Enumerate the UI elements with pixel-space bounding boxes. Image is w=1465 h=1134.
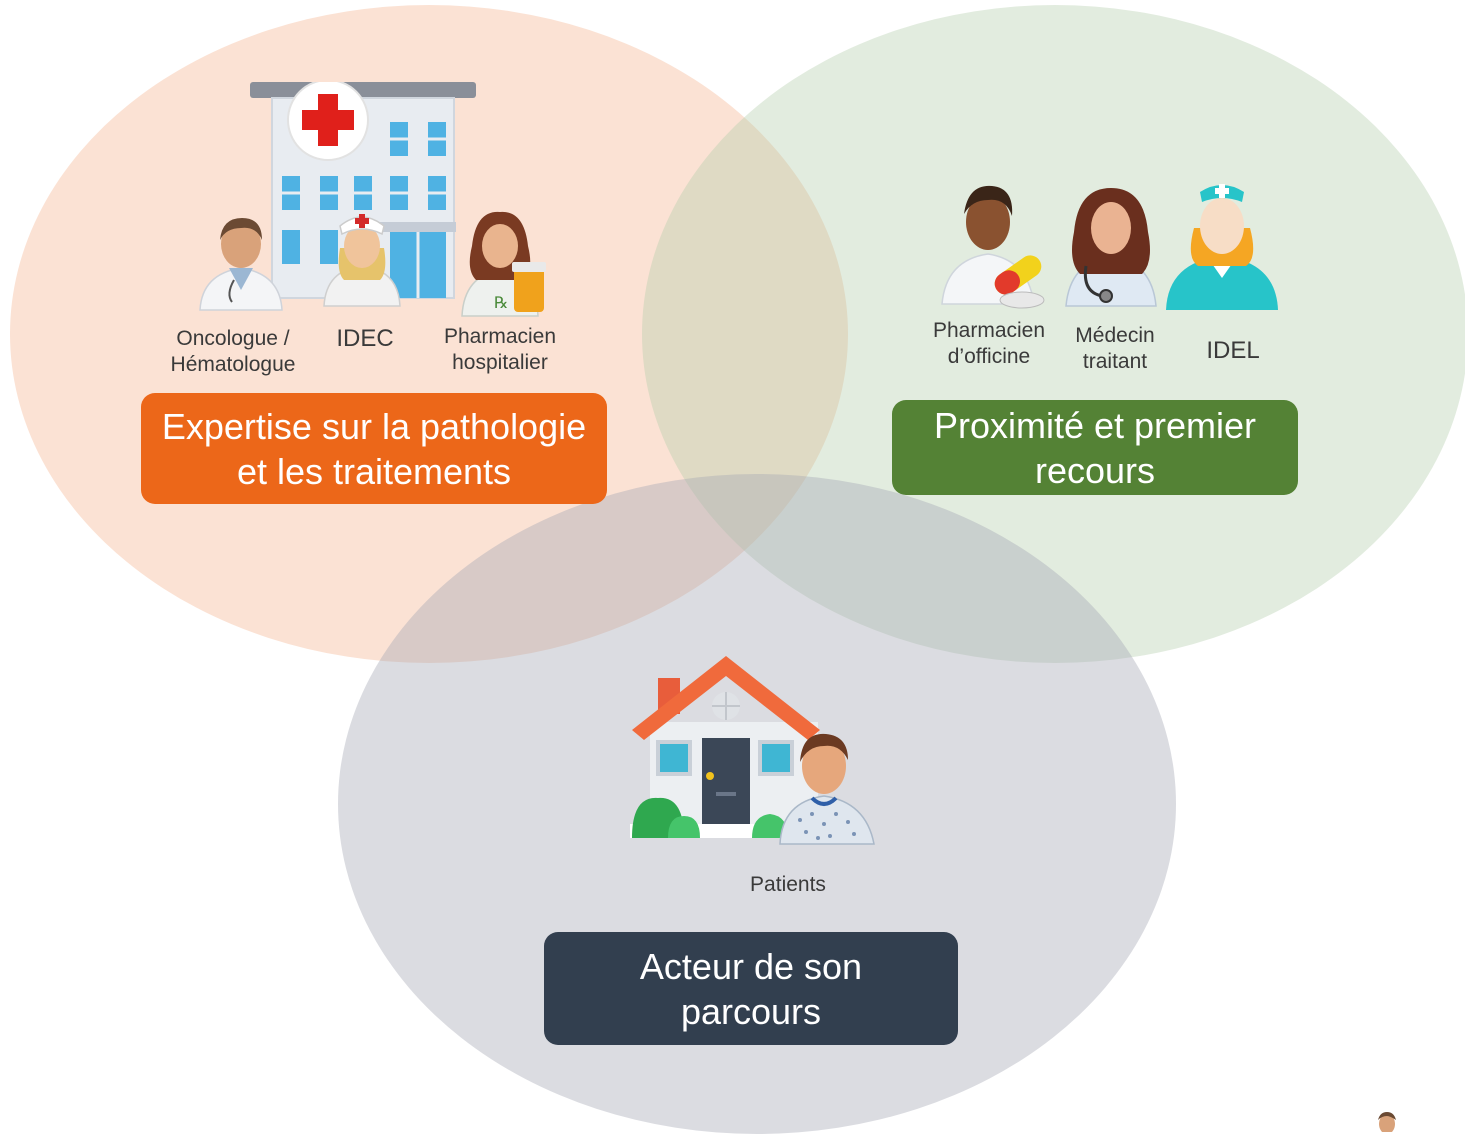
city-box-line1: Proximité et premier xyxy=(933,404,1257,446)
role-idel: IDEL xyxy=(1186,338,1280,364)
patients-label: Patients xyxy=(750,873,826,896)
medecin-line1: Médecin xyxy=(1075,324,1155,347)
city-circle xyxy=(642,5,1465,663)
hospital-box-line1: Expertise sur la pathologie xyxy=(161,405,587,447)
pharmacist-icon xyxy=(941,185,1045,309)
pharmacien-officine-line1: Pharmacien xyxy=(932,319,1046,342)
pharmacien-hosp-line1: Pharmacien xyxy=(443,325,557,348)
role-oncologue: Oncologue / Hématologue xyxy=(150,326,316,378)
svg-text:℞: ℞ xyxy=(494,293,508,312)
nurse-icon xyxy=(323,214,401,307)
patient-actor-box: Acteur de son parcours xyxy=(544,932,958,1045)
idec-label: IDEC xyxy=(336,325,394,352)
city-proximity-box: Proximité et premier recours xyxy=(892,400,1298,495)
pharmacist-icon: ℞ xyxy=(461,211,546,317)
pharmacien-hosp-line2: hospitalier xyxy=(452,351,548,374)
hospital-box-line2: et les traitements xyxy=(236,450,512,492)
person-icon xyxy=(1378,1112,1396,1132)
city-box-line2: recours xyxy=(1034,449,1156,491)
role-patients: Patients xyxy=(716,872,860,898)
patient-box-line1: Acteur de son xyxy=(639,945,863,987)
idel-label: IDEL xyxy=(1206,337,1260,364)
role-idec: IDEC xyxy=(320,326,410,352)
patient-icon xyxy=(779,733,875,845)
role-pharmacien-hospitalier: Pharmacien hospitalier xyxy=(426,324,574,376)
patient-box-line2: parcours xyxy=(680,990,822,1032)
oncologue-line1: Oncologue / xyxy=(176,327,290,350)
hospital-expertise-box: Expertise sur la pathologie et les trait… xyxy=(141,393,607,504)
role-medecin-traitant: Médecin traitant xyxy=(1050,323,1180,375)
nurse-icon xyxy=(1166,184,1278,310)
doctor-icon xyxy=(199,218,283,311)
oncologue-line2: Hématologue xyxy=(170,353,296,376)
medecin-line2: traitant xyxy=(1082,350,1148,373)
role-pharmacien-officine: Pharmacien d’officine xyxy=(914,318,1064,370)
pharmacien-officine-line2: d’officine xyxy=(947,345,1031,368)
physician-icon xyxy=(1065,188,1157,307)
